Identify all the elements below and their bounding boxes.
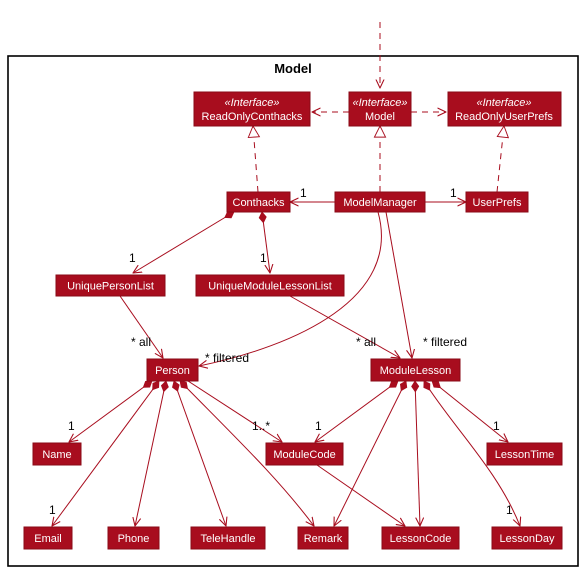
mult-manager-conthacks: 1 [300,186,307,200]
unique-person-list-label: UniquePersonList [67,281,154,293]
model-interface-label: Model [365,111,395,123]
unique-person-list-node: UniquePersonList [55,274,166,297]
model-package-title: Model [274,61,312,76]
lesson-time-label: LessonTime [495,449,555,461]
assoc-manager-person-filtered [199,211,382,366]
conthacks-node: Conthacks [226,191,291,213]
mult-conthacks-personlist: 1 [129,251,136,265]
name-node: Name [32,442,82,466]
user-prefs-node: UserPrefs [465,191,529,213]
remark-label: Remark [304,533,343,545]
assoc-personlist-person [119,295,163,358]
conthacks-label: Conthacks [233,197,285,209]
person-label: Person [155,365,190,377]
mult-manager-person: * filtered [205,351,249,365]
readonly-conthacks-stereotype: «Interface» [224,97,279,109]
assoc-manager-lesson-filtered [385,211,412,358]
mult-manager-userprefs: 1 [450,186,457,200]
comp-lesson-lessoncode [415,381,420,526]
mult-lessonlist-lesson: * all [356,335,376,349]
tele-handle-node: TeleHandle [190,526,266,550]
mult-person-modulecode: 1..* [252,419,270,433]
comp-person-remark [180,381,314,526]
mult-lesson-lessonday: 1 [506,503,513,517]
readonly-conthacks-label: ReadOnlyConthacks [202,111,303,123]
mult-personlist-person: * all [131,335,151,349]
email-node: Email [23,526,73,550]
assoc-person-modulecode [187,380,282,442]
model-package-frame [7,55,579,567]
readonly-userprefs-node: «Interface» ReadOnlyUserPrefs [447,91,562,127]
lesson-code-node: LessonCode [381,526,460,550]
phone-label: Phone [118,533,150,545]
assoc-lessonlist-lesson [289,295,400,358]
email-label: Email [34,533,62,545]
lesson-code-label: LessonCode [390,533,452,545]
user-prefs-label: UserPrefs [473,197,522,209]
module-code-label: ModuleCode [273,449,335,461]
mult-person-email: 1 [49,503,56,517]
mult-conthacks-lessonlist: 1 [260,251,267,265]
model-manager-label: ModelManager [343,197,417,209]
unique-module-lesson-list-label: UniqueModuleLessonList [208,281,332,293]
comp-conthacks-personlist [133,212,234,273]
readonly-conthacks-node: «Interface» ReadOnlyConthacks [193,91,311,127]
person-node: Person [146,358,199,382]
model-interface-stereotype: «Interface» [352,97,407,109]
tele-handle-label: TeleHandle [200,533,255,545]
realization-userprefs [497,126,504,193]
phone-node: Phone [107,526,160,550]
readonly-userprefs-label: ReadOnlyUserPrefs [455,111,553,123]
mult-person-name: 1 [68,419,75,433]
module-code-node: ModuleCode [265,442,344,466]
model-manager-node: ModelManager [334,191,426,213]
comp-person-phone [135,381,166,526]
mult-lesson-lessontime: 1 [493,419,500,433]
comp-lesson-lessontime [432,381,508,442]
lesson-time-node: LessonTime [486,442,563,466]
mult-manager-lesson: * filtered [423,335,467,349]
mult-lesson-modulecode: 1 [315,419,322,433]
module-lesson-label: ModuleLesson [380,365,452,377]
assoc-modulecode-lessoncode [316,464,405,526]
name-label: Name [42,449,71,461]
module-lesson-node: ModuleLesson [370,358,461,382]
unique-module-lesson-list-node: UniqueModuleLessonList [195,274,345,297]
readonly-userprefs-stereotype: «Interface» [476,97,531,109]
remark-node: Remark [297,526,349,550]
lesson-day-label: LessonDay [499,533,555,545]
assoc-lesson-remark [334,381,406,526]
lesson-day-node: LessonDay [491,526,563,550]
model-interface-node: «Interface» Model [348,91,412,127]
realization-conthacks [253,126,258,193]
comp-conthacks-lessonlist [262,212,270,273]
